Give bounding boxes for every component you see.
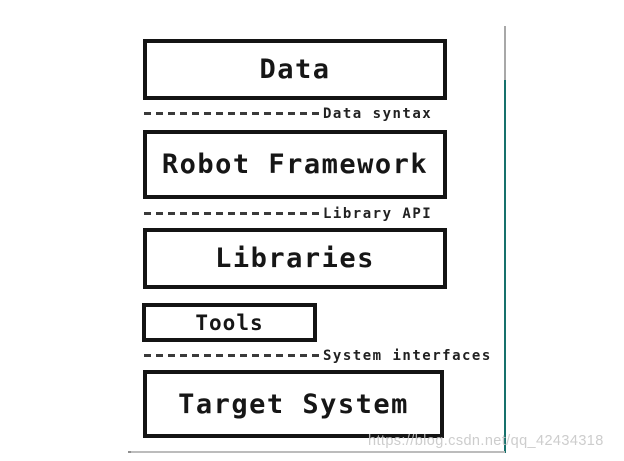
- box-data-label: Data: [259, 54, 331, 85]
- watermark: https://blog.csdn.net/qq_42434318: [368, 433, 604, 449]
- box-target-system: Target System: [143, 370, 444, 438]
- horizontal-rule: [128, 451, 505, 453]
- box-target-system-label: Target System: [178, 388, 409, 420]
- dashed-line-icon: [144, 354, 322, 357]
- box-tools: Tools: [142, 303, 317, 342]
- dashed-line-icon: [144, 212, 322, 215]
- box-robot-framework-label: Robot Framework: [161, 149, 429, 180]
- divider-system-interfaces-label: System interfaces: [323, 347, 492, 364]
- box-robot-framework: Robot Framework: [143, 130, 447, 199]
- divider-data-syntax-label: Data syntax: [323, 105, 433, 122]
- divider-system-interfaces: System interfaces: [144, 347, 492, 364]
- divider-data-syntax: Data syntax: [144, 105, 433, 122]
- vertical-rule: [504, 80, 506, 453]
- box-data: Data: [143, 39, 447, 100]
- box-libraries-label: Libraries: [215, 243, 375, 274]
- vertical-rule-top-segment: [504, 26, 506, 80]
- divider-library-api: Library API: [144, 205, 433, 222]
- box-tools-label: Tools: [195, 310, 264, 335]
- divider-library-api-label: Library API: [323, 205, 433, 222]
- box-libraries: Libraries: [143, 228, 447, 289]
- dashed-line-icon: [144, 112, 322, 115]
